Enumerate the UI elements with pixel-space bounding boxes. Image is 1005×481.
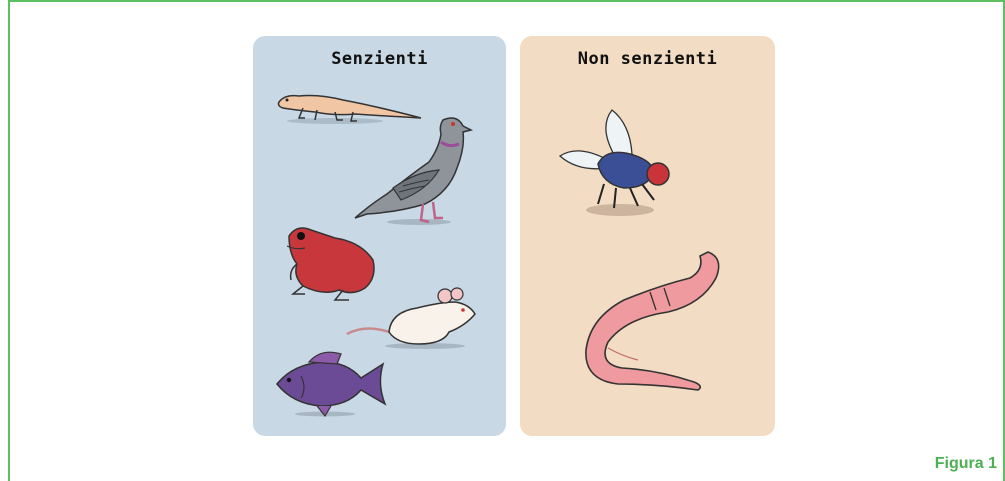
mouse-icon xyxy=(345,288,480,350)
sentient-panel: Senzienti xyxy=(253,36,506,436)
figure-caption: Figura 1 xyxy=(935,455,997,473)
fish-icon xyxy=(273,348,388,418)
non-sentient-panel: Non senzienti xyxy=(520,36,775,436)
earthworm-icon xyxy=(578,248,728,388)
sentient-panel-title: Senzienti xyxy=(253,49,506,69)
figure-frame xyxy=(8,0,1005,481)
pigeon-icon xyxy=(353,112,475,227)
non-sentient-panel-title: Non senzienti xyxy=(520,49,775,69)
fly-icon xyxy=(558,108,678,218)
